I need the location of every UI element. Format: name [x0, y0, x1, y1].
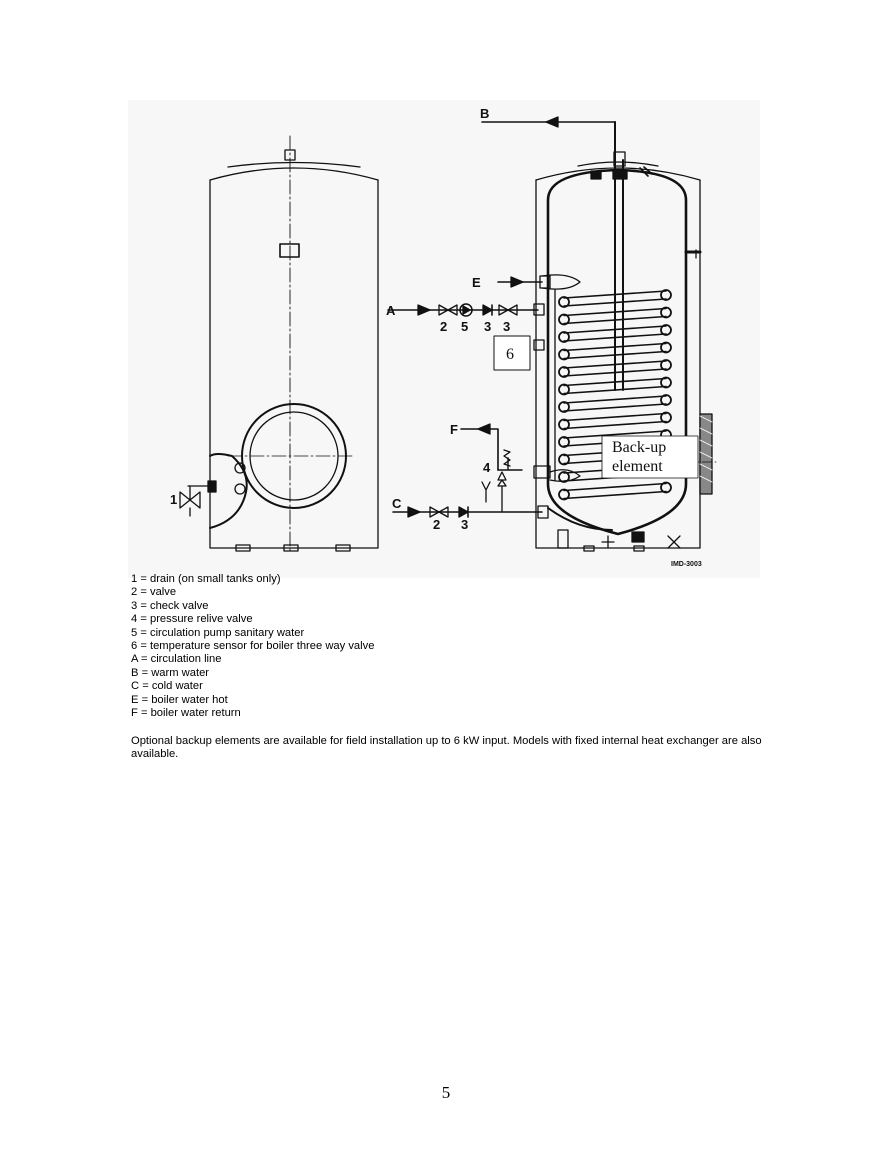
legend-item: 4 = pressure relive valve: [131, 613, 253, 626]
availability-note: Optional backup elements are available f…: [131, 735, 762, 761]
legend-item: C = cold water: [131, 680, 203, 693]
label-3-bottom: 3: [461, 517, 468, 532]
label-c: C: [392, 496, 402, 511]
coil-bend-left: [558, 313, 570, 326]
label-4: 4: [483, 460, 491, 475]
coil-bend-left: [558, 471, 570, 483]
label-3-top-2: 3: [503, 319, 510, 334]
label-2-bottom: 2: [433, 517, 440, 532]
legend-item: E = boiler water hot: [131, 693, 228, 706]
coil-bend-right: [660, 306, 672, 319]
exterior-tank-view: [179, 135, 379, 553]
label-a: A: [386, 303, 396, 318]
coil-bend-left: [558, 418, 570, 431]
coil-bend-right: [660, 289, 672, 301]
coil-tube: [563, 307, 667, 325]
coil-tube: [563, 325, 667, 342]
coil-bend-right: [660, 411, 672, 424]
coil-bend-right: [660, 481, 672, 494]
coil-tube: [563, 482, 667, 500]
legend-item: 5 = circulation pump sanitary water: [131, 626, 305, 639]
coil-bend-left: [558, 488, 570, 501]
label-b: B: [480, 106, 489, 121]
coil-tube: [563, 290, 667, 307]
legend-item: F = boiler water return: [131, 707, 241, 720]
coil-bend-left: [558, 436, 570, 448]
coil-bend-right: [660, 376, 672, 389]
legend-item: 3 = check valve: [131, 599, 209, 612]
label-f: F: [450, 422, 458, 437]
label-1: 1: [170, 492, 177, 507]
coil-bend-right: [660, 359, 672, 371]
label-backup-line2: element: [612, 458, 663, 475]
coil-tube: [563, 360, 667, 377]
legend-item: B = warm water: [131, 666, 210, 679]
label-backup-line1: Back-up: [612, 439, 666, 456]
coil-bend-right: [660, 341, 672, 354]
label-5: 5: [461, 319, 468, 334]
heat-exchanger-coil: [558, 289, 672, 501]
label-3-top-1: 3: [484, 319, 491, 334]
legend-item: A = circulation line: [131, 653, 222, 666]
coil-tube: [563, 395, 667, 412]
label-2-top: 2: [440, 319, 447, 334]
label-e: E: [472, 275, 481, 290]
tank-diagram: B E A 2 5 3 3 6 F 4 1 C 2 3 Back-up elem…: [128, 100, 760, 578]
coil-bend-left: [558, 453, 570, 466]
coil-bend-left: [558, 366, 570, 378]
coil-bend-left: [558, 331, 570, 343]
label-sensor-6: 6: [506, 346, 514, 363]
legend-list: 1 = drain (on small tanks only) 2 = valv…: [131, 573, 374, 720]
section-tank-view: [535, 121, 717, 552]
coil-bend-left: [558, 401, 570, 413]
coil-bend-left: [558, 383, 570, 396]
coil-bend-right: [660, 324, 672, 336]
drawing-code: IMD-3003: [671, 561, 702, 568]
page-number: 5: [441, 1083, 451, 1102]
coil-tube: [563, 412, 667, 430]
coil-bend-right: [660, 394, 672, 406]
backup-element-box: [601, 435, 699, 479]
legend-item: 1 = drain (on small tanks only): [131, 573, 281, 585]
coil-bend-left: [558, 348, 570, 361]
coil-tube: [563, 342, 667, 360]
coil-tube: [563, 377, 667, 395]
circulation-piping: [387, 116, 616, 519]
legend-item: 6 = temperature sensor for boiler three …: [131, 640, 375, 653]
coil-bend-left: [558, 296, 570, 308]
legend-item: 2 = valve: [131, 586, 177, 599]
